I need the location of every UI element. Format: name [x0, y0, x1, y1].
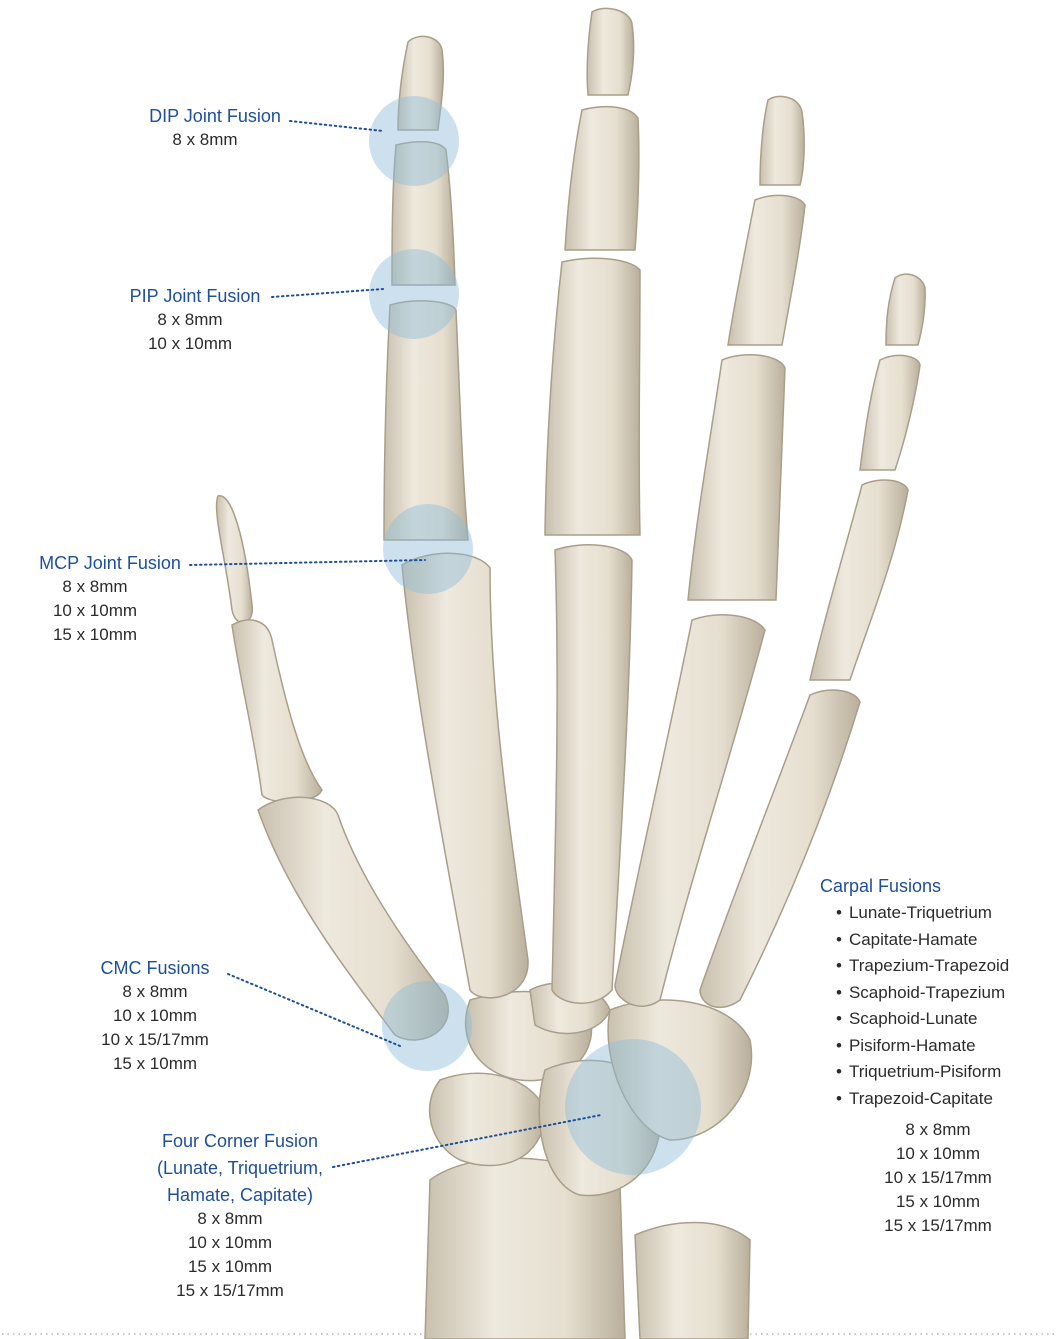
size-option: 15 x 10mm [120, 1255, 340, 1279]
middle-middle-phalanx [565, 107, 639, 250]
four-corner-highlight [565, 1039, 701, 1175]
cmc-fusions-label: CMC Fusions 8 x 8mm 10 x 10mm 10 x 15/17… [90, 956, 240, 1076]
dip-joint-highlight [369, 96, 459, 186]
size-option: 15 x 10mm [70, 1052, 240, 1076]
mcp-joint-title: MCP Joint Fusion [30, 551, 190, 575]
middle-metacarpal [552, 545, 632, 1003]
four-corner-title-line: (Lunate, Triquetrium, [140, 1156, 340, 1180]
list-item: Trapezium-Trapezoid [836, 953, 1048, 980]
ring-middle-phalanx [728, 195, 805, 345]
cmc-fusions-sizes: 8 x 8mm 10 x 10mm 10 x 15/17mm 15 x 10mm [70, 980, 240, 1076]
thumb-proximal-phalanx [232, 620, 322, 802]
list-item: Pisiform-Hamate [836, 1033, 1048, 1060]
size-option: 8 x 8mm [120, 128, 290, 152]
cmc-fusions-title: CMC Fusions [70, 956, 240, 980]
mcp-joint-label: MCP Joint Fusion 8 x 8mm 10 x 10mm 15 x … [30, 551, 190, 647]
carpal-fusions-label: Carpal Fusions Lunate-Triquetrium Capita… [808, 874, 1048, 1238]
pip-joint-highlight [369, 249, 459, 339]
list-item: Capitate-Hamate [836, 927, 1048, 954]
four-corner-fusion-label: Four Corner Fusion (Lunate, Triquetrium,… [140, 1129, 340, 1303]
middle-proximal-phalanx [545, 258, 640, 535]
size-option: 15 x 10mm [838, 1190, 1038, 1214]
pip-joint-label: PIP Joint Fusion 8 x 8mm 10 x 10mm [120, 284, 270, 356]
dip-joint-label: DIP Joint Fusion 8 x 8mm [140, 104, 290, 152]
size-option: 8 x 8mm [110, 308, 270, 332]
little-distal-phalanx [886, 274, 925, 345]
dip-leader-line [290, 121, 383, 131]
size-option: 15 x 15/17mm [838, 1214, 1038, 1238]
little-middle-phalanx [860, 355, 920, 470]
cmc-joint-highlight [382, 981, 472, 1071]
ulna-bone [635, 1223, 750, 1339]
index-metacarpal [402, 553, 528, 997]
little-proximal-phalanx [810, 480, 908, 680]
size-option: 10 x 10mm [0, 599, 190, 623]
dip-joint-sizes: 8 x 8mm [120, 128, 290, 152]
size-option: 15 x 15/17mm [120, 1279, 340, 1303]
size-option: 10 x 10mm [838, 1142, 1038, 1166]
size-option: 8 x 8mm [120, 1207, 340, 1231]
size-option: 8 x 8mm [70, 980, 240, 1004]
list-item: Triquetrium-Pisiform [836, 1059, 1048, 1086]
list-item: Trapezoid-Capitate [836, 1086, 1048, 1113]
four-corner-sizes: 8 x 8mm 10 x 10mm 15 x 10mm 15 x 15/17mm [120, 1207, 340, 1303]
thumb-distal-phalanx [217, 496, 253, 623]
size-option: 10 x 10mm [120, 1231, 340, 1255]
four-corner-title-line: Hamate, Capitate) [140, 1183, 340, 1207]
list-item: Scaphoid-Lunate [836, 1006, 1048, 1033]
carpal-bone [430, 1073, 545, 1165]
mcp-joint-highlight [383, 504, 473, 594]
size-option: 10 x 15/17mm [838, 1166, 1038, 1190]
carpal-fusions-list: Lunate-Triquetrium Capitate-Hamate Trape… [808, 900, 1048, 1112]
dip-joint-title: DIP Joint Fusion [140, 104, 290, 128]
size-option: 10 x 10mm [110, 332, 270, 356]
ring-proximal-phalanx [688, 355, 785, 600]
mcp-joint-sizes: 8 x 8mm 10 x 10mm 15 x 10mm [0, 575, 190, 647]
four-corner-title-line: Four Corner Fusion [140, 1129, 340, 1153]
carpal-fusions-title: Carpal Fusions [820, 874, 1048, 898]
pip-joint-title: PIP Joint Fusion [120, 284, 270, 308]
size-option: 15 x 10mm [0, 623, 190, 647]
size-option: 8 x 8mm [0, 575, 190, 599]
list-item: Scaphoid-Trapezium [836, 980, 1048, 1007]
middle-distal-phalanx [587, 8, 633, 95]
carpal-fusions-sizes: 8 x 8mm 10 x 10mm 10 x 15/17mm 15 x 10mm… [838, 1118, 1038, 1238]
pip-leader-line [272, 289, 383, 297]
pip-joint-sizes: 8 x 8mm 10 x 10mm [110, 308, 270, 356]
ring-distal-phalanx [760, 96, 804, 185]
size-option: 10 x 15/17mm [70, 1028, 240, 1052]
size-option: 10 x 10mm [70, 1004, 240, 1028]
size-option: 8 x 8mm [838, 1118, 1038, 1142]
list-item: Lunate-Triquetrium [836, 900, 1048, 927]
